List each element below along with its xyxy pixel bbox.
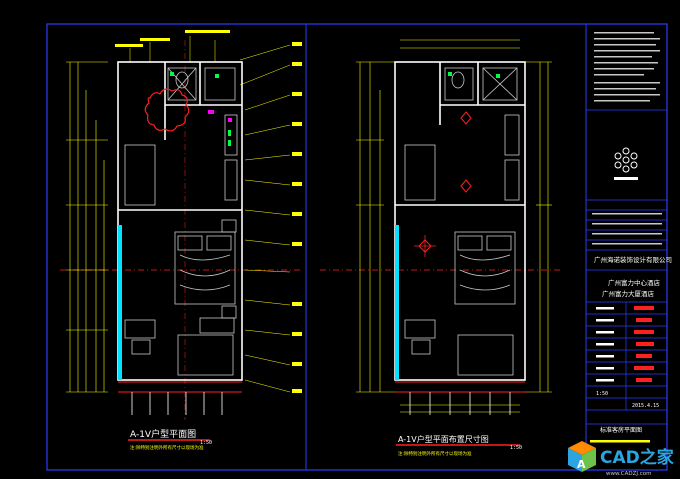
window-left <box>118 225 122 380</box>
left-plan-note: 注:除特别注明外所有尺寸以现场为准 <box>130 444 204 451</box>
revision-cloud <box>144 88 190 132</box>
bathroom-fixtures <box>124 67 238 206</box>
title-block-notes <box>594 32 660 102</box>
dimension-ticks-left <box>66 61 108 393</box>
cadzj-logo-cube: A <box>568 441 596 472</box>
title-block-table <box>586 301 667 425</box>
right-floor-plan: A-1V户型平面布置尺寸图 1:50 注:除特别注明外所有尺寸以现场为准 <box>320 39 560 457</box>
cadzj-logo-letter: A <box>577 458 586 471</box>
company-name: 广州海诺装饰设计有限公司 <box>594 255 672 264</box>
right-plan-title: A-1V户型平面布置尺寸图 <box>398 434 489 444</box>
leader-tags-right <box>292 42 302 393</box>
bathroom-fixtures-right <box>404 67 520 201</box>
project-name-line1: 广州富力中心酒店 <box>608 278 661 287</box>
drawing-frame <box>46 23 668 471</box>
cadzj-watermark: A CAD之家 www.CADZJ.com <box>568 441 674 477</box>
signature-marks <box>634 306 654 382</box>
walls <box>117 61 243 381</box>
left-plan-scale: 1:50 <box>200 440 212 446</box>
leader-lines-right <box>239 44 291 393</box>
window-right <box>395 225 399 380</box>
green-markers <box>170 72 231 146</box>
walls-right <box>394 61 526 381</box>
date-value: 2015.4.15 <box>632 403 659 409</box>
ceiling-light-marker <box>414 111 472 257</box>
project-name-line2: 广州富力大厦酒店 <box>602 289 655 298</box>
magenta-markers <box>208 110 232 122</box>
balcony-rail <box>118 381 242 393</box>
bed <box>174 219 237 319</box>
dimension-lines-right-plan <box>356 39 552 413</box>
logo-caption <box>614 177 638 180</box>
cadzj-brand: CAD之家 <box>600 447 674 468</box>
scale-value: 1:50 <box>596 391 608 397</box>
lounge-furniture <box>124 317 235 376</box>
drawing-name: 标准客房平面图 <box>600 426 642 434</box>
right-plan-note: 注:除特别注明外所有尺寸以现场为准 <box>398 450 472 457</box>
right-plan-scale: 1:50 <box>510 445 522 451</box>
title-block: 广州海诺装饰设计有限公司 广州富力中心酒店 广州富力大厦酒店 1:50 201 <box>586 32 672 443</box>
company-logo <box>614 147 638 173</box>
bed-right <box>404 231 516 376</box>
left-plan-title: A-1V户型平面图 <box>130 428 196 440</box>
drawing-number-bar <box>590 440 650 443</box>
cadzj-url: www.CADZJ.com <box>606 471 651 477</box>
left-floor-plan: A-1V户型平面图 1:50 注:除特别注明外所有尺寸以现场为准 <box>60 30 302 451</box>
